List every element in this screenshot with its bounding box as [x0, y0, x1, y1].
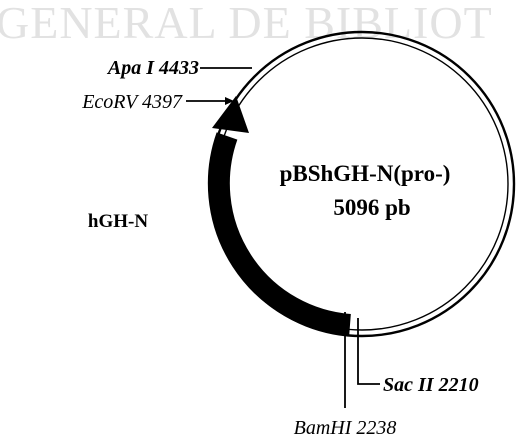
ecorv-site-arrow [225, 97, 234, 105]
apa-site-label: Apa I 4433 [106, 57, 199, 79]
sac-site-line [357, 318, 380, 385]
watermark-text: GENERAL DE BIBLIOT [0, 0, 493, 48]
bamhi-site-label: BamHI 2238 [294, 417, 397, 439]
plasmid-name: pBShGH-N(pro-) [280, 161, 451, 186]
plasmid-size: 5096 pb [333, 195, 410, 220]
gene-label: hGH-N [88, 211, 148, 232]
sac-site-label: Sac II 2210 [383, 374, 479, 396]
ecorv-site-label: EcoRV 4397 [81, 91, 183, 113]
hgh-n-gene-arc [207, 132, 351, 336]
hgh-n-gene-arrowhead [212, 96, 249, 133]
